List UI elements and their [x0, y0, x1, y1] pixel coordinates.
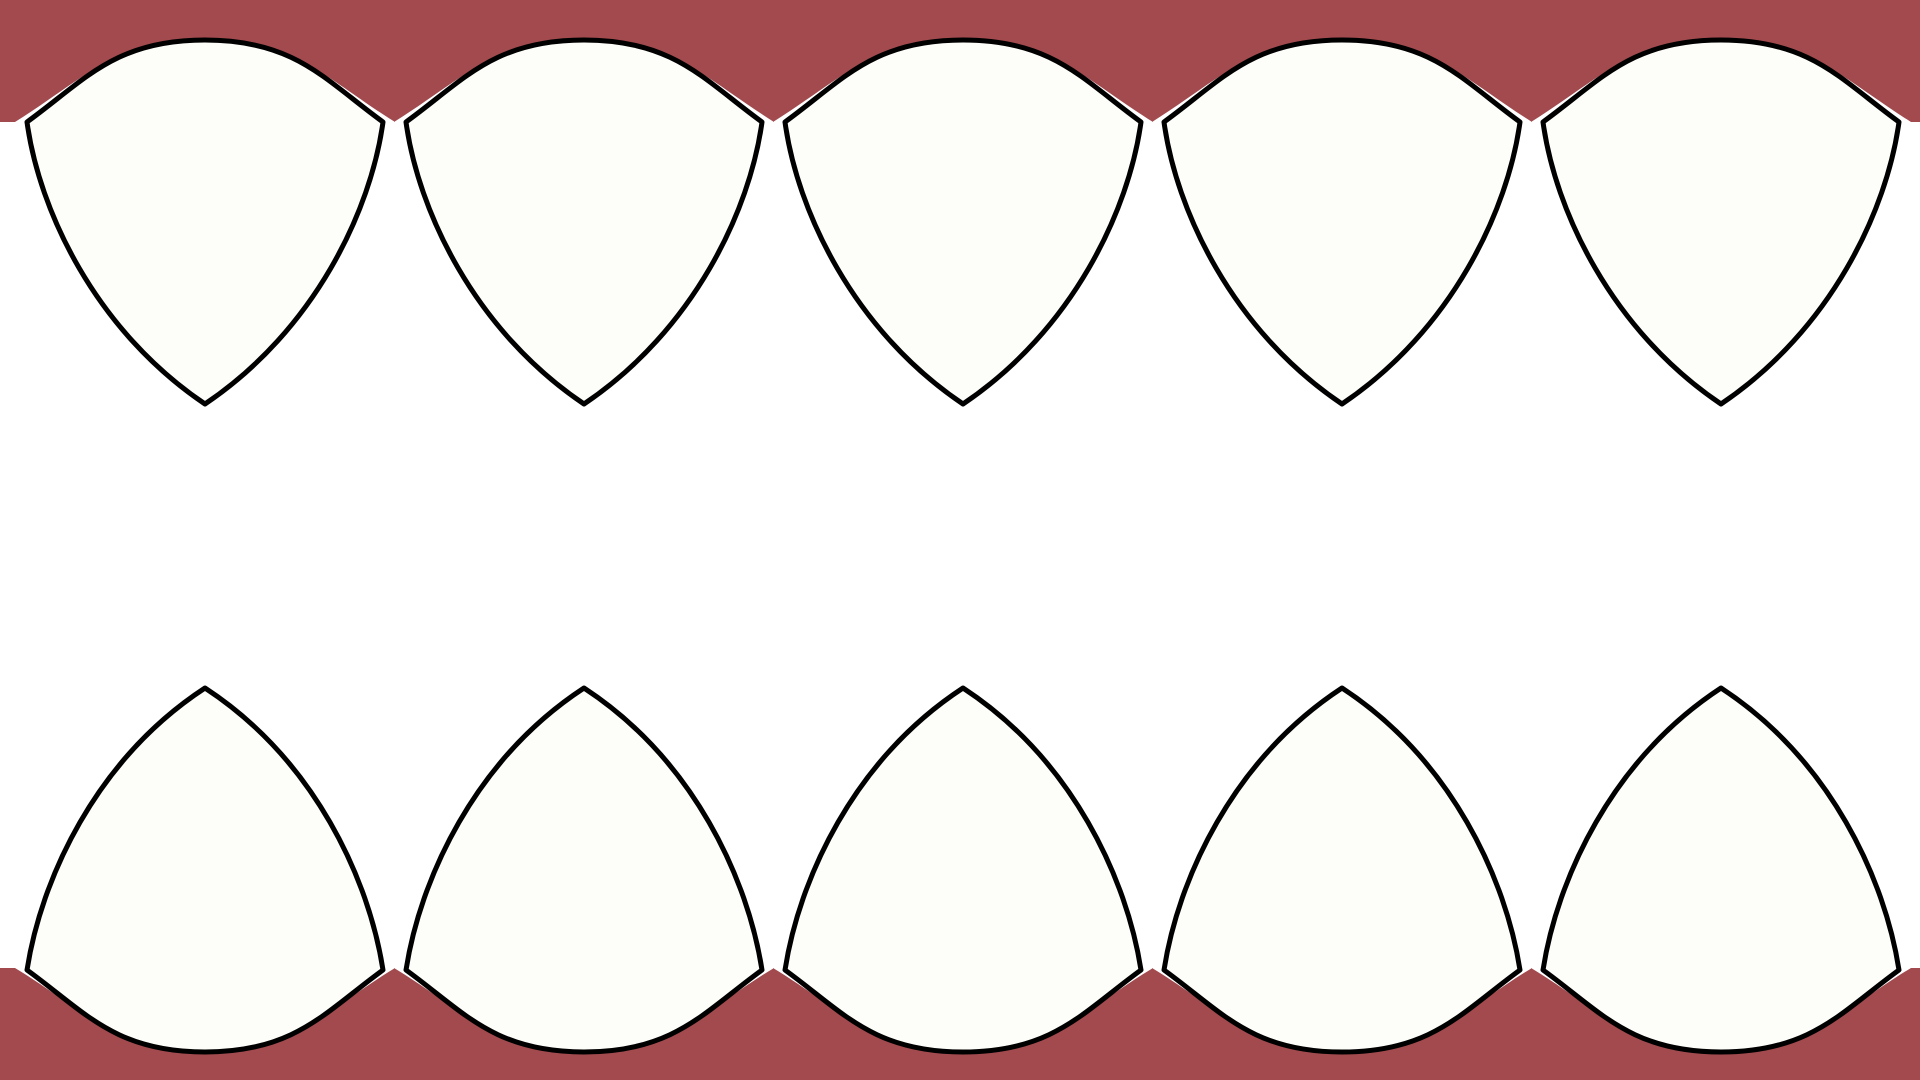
- lower-teeth-row: [24, 685, 1902, 1055]
- upper-gum-shape: [0, 0, 1920, 122]
- upper-tooth: [1161, 37, 1523, 407]
- lower-gum-shape: [0, 968, 1920, 1080]
- lower-tooth: [782, 685, 1144, 1055]
- upper-gum: [0, 0, 1920, 122]
- lower-tooth: [1161, 685, 1523, 1055]
- lower-tooth: [1540, 685, 1902, 1055]
- upper-tooth: [24, 37, 386, 407]
- lower-gum: [0, 968, 1920, 1080]
- upper-teeth-row: [24, 37, 1902, 407]
- lower-tooth: [24, 685, 386, 1055]
- upper-tooth: [403, 37, 765, 407]
- lower-tooth: [403, 685, 765, 1055]
- upper-tooth: [782, 37, 1144, 407]
- upper-tooth: [1540, 37, 1902, 407]
